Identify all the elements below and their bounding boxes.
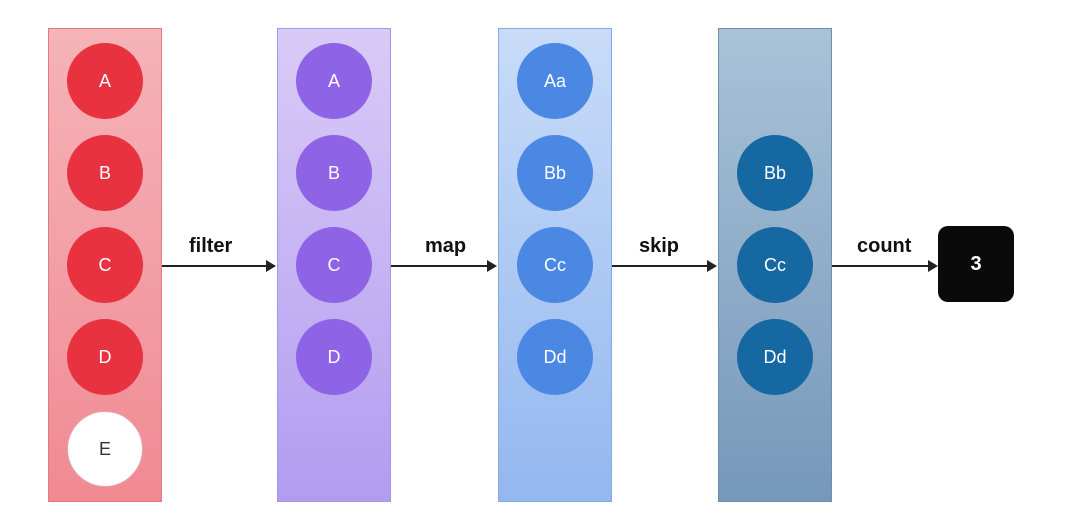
element-aa: Aa [517,43,593,119]
element-a: A [67,43,143,119]
stage-filtered: A B C D [277,28,391,502]
element-e: E [67,411,143,487]
element-cc: Cc [517,227,593,303]
arrow-skip [612,260,717,272]
element-b: B [67,135,143,211]
element-d: D [296,319,372,395]
label-skip: skip [639,235,680,257]
arrow-filter [162,260,276,272]
element-c: C [67,227,143,303]
stage-skipped: Bb Cc Dd [718,28,832,502]
element-bb: Bb [517,135,593,211]
arrow-count [832,260,938,272]
element-d: D [67,319,143,395]
element-b: B [296,135,372,211]
label-count: count [857,235,912,257]
result-box: 3 [938,226,1014,302]
element-bb: Bb [737,135,813,211]
stage-mapped: Aa Bb Cc Dd [498,28,612,502]
element-c: C [296,227,372,303]
element-dd: Dd [517,319,593,395]
element-cc: Cc [737,227,813,303]
stage-source: A B C D E [48,28,162,502]
label-map: map [425,235,467,257]
label-filter: filter [189,235,233,257]
arrow-map [391,260,497,272]
element-dd: Dd [737,319,813,395]
element-a: A [296,43,372,119]
